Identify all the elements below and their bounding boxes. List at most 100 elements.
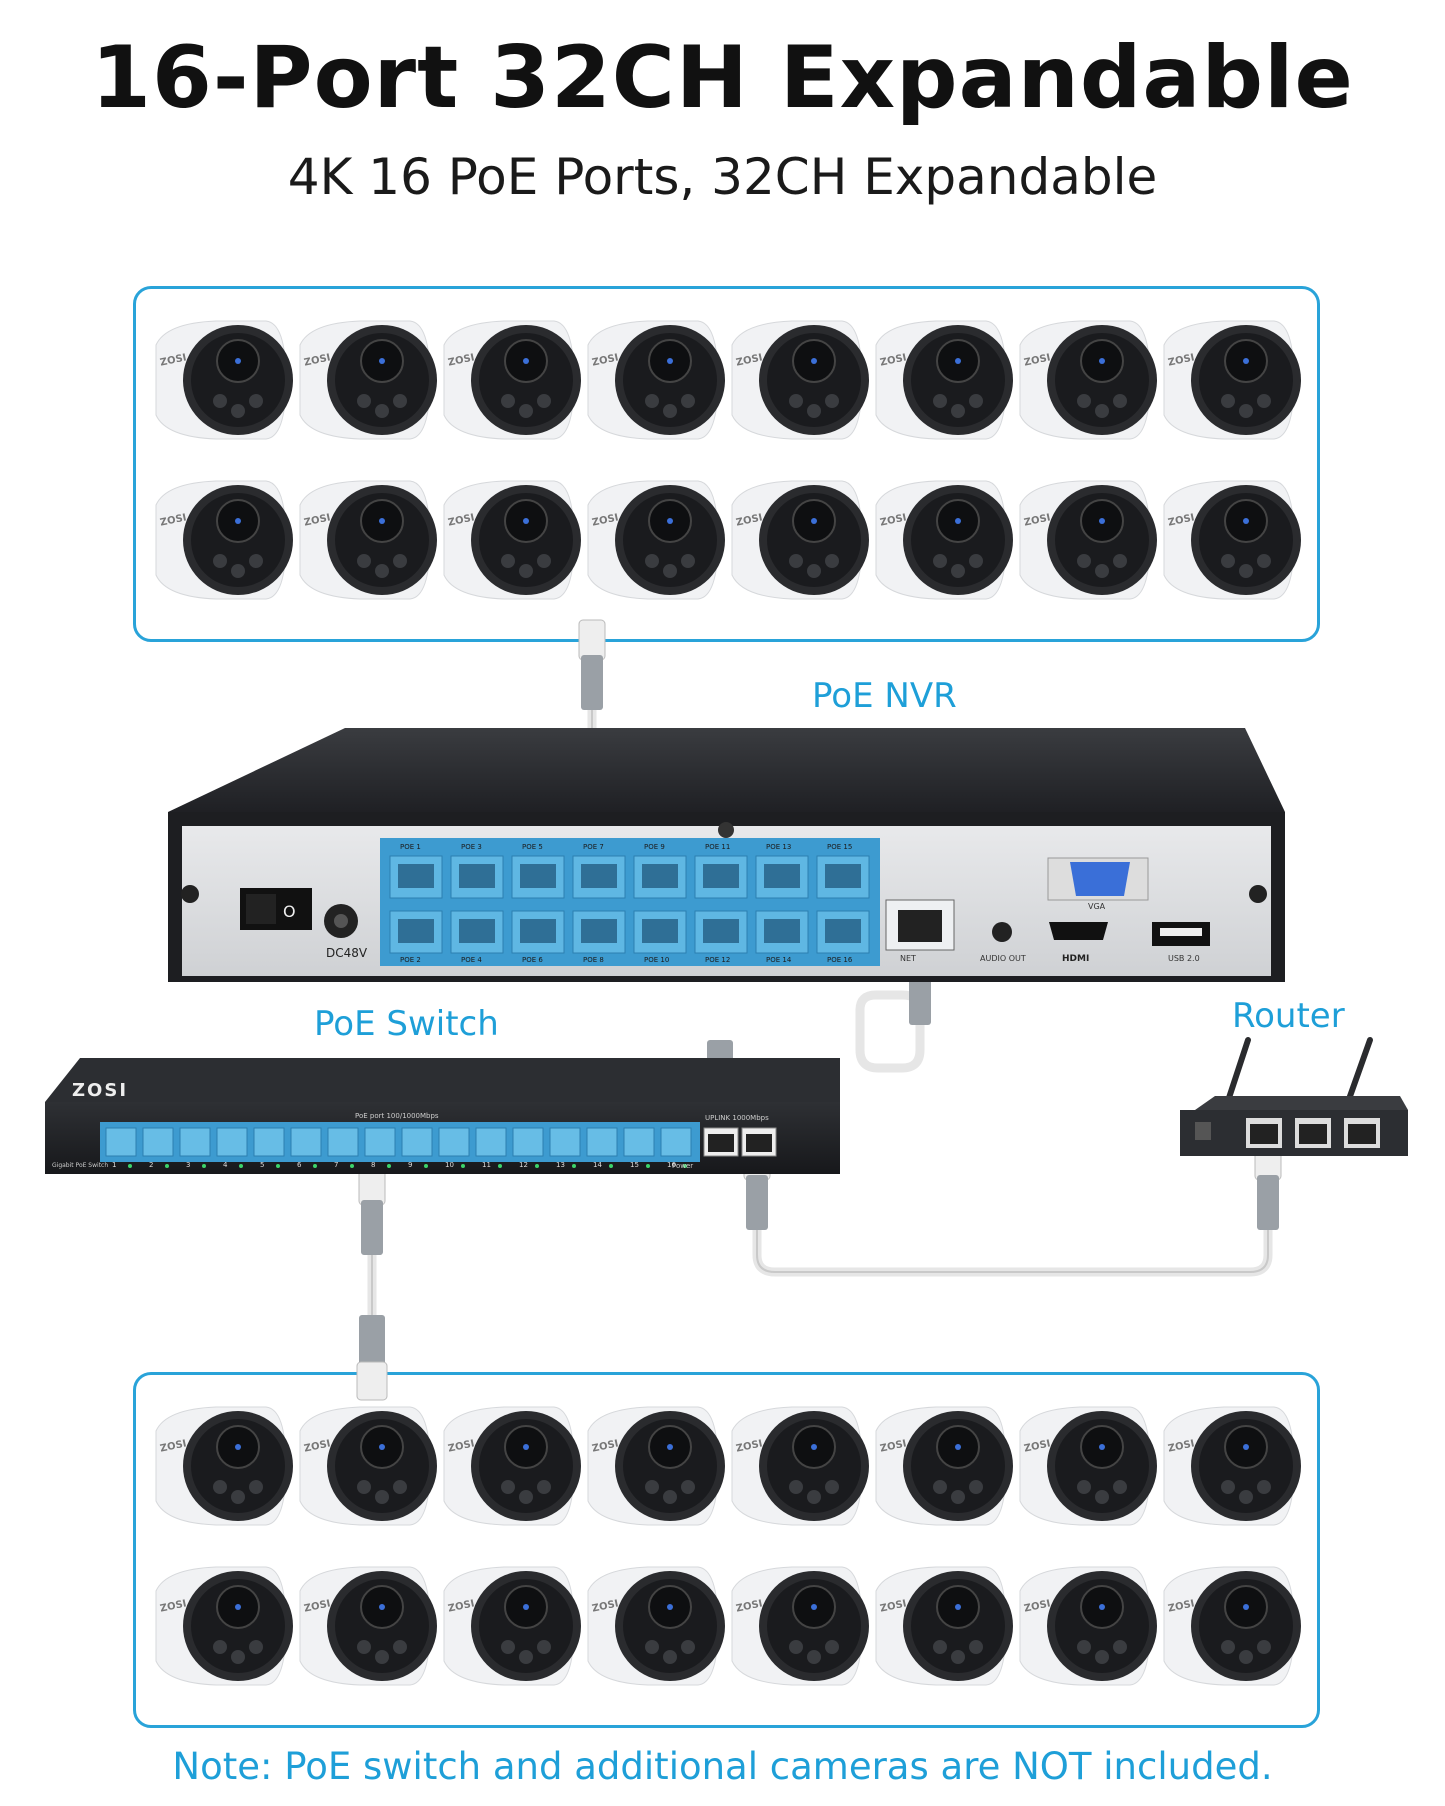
camera-icon: ZOSI (578, 1551, 728, 1701)
switch-port-led (202, 1164, 206, 1168)
router-label: Router (1232, 996, 1345, 1036)
footer-note: Note: PoE switch and additional cameras … (172, 1745, 1273, 1788)
switch-port-led (683, 1164, 687, 1168)
nvr-label: PoE NVR (812, 676, 957, 716)
nvr-port-label: POE 8 (583, 956, 604, 964)
switch-port-number: 16 (667, 1161, 676, 1169)
nvr-poe-port-socket (642, 864, 678, 888)
nvr-port-label: POE 14 (766, 956, 792, 964)
nvr-port-label: POE 5 (522, 843, 543, 851)
switch-poe-port (253, 1127, 285, 1157)
nvr-audio-label: AUDIO OUT (980, 954, 1026, 963)
camera-icon: ZOSI (146, 1551, 296, 1701)
nvr-port-label: POE 1 (400, 843, 421, 851)
switch-poe-port (401, 1127, 433, 1157)
camera-icon: ZOSI (146, 1391, 296, 1541)
nvr-port-label: POE 3 (461, 843, 482, 851)
nvr-poe-port-socket (459, 919, 495, 943)
camera-icon: ZOSI (434, 305, 584, 455)
switch-port-number: 8 (371, 1161, 376, 1169)
nvr-port-label: POE 11 (705, 843, 731, 851)
camera-icon: ZOSI (578, 1391, 728, 1541)
camera-icon: ZOSI (290, 1391, 440, 1541)
switch-poe-port (290, 1127, 322, 1157)
switch-port-led (128, 1164, 132, 1168)
camera-icon: ZOSI (290, 1551, 440, 1701)
camera-icon: ZOSI (434, 465, 584, 615)
nvr-port-label: POE 7 (583, 843, 604, 851)
switch-poe-port (512, 1127, 544, 1157)
switch-poe-port (438, 1127, 470, 1157)
switch-port-number: 2 (149, 1161, 154, 1169)
nvr-lan-label: NET (900, 954, 916, 963)
camera-icon: ZOSI (866, 1551, 1016, 1701)
switch-poe-port (142, 1127, 174, 1157)
camera-icon: ZOSI (866, 1391, 1016, 1541)
nvr-poe-port-socket (459, 864, 495, 888)
switch-poe-port (327, 1127, 359, 1157)
nvr-poe-port-socket (581, 919, 617, 943)
switch-port-number: 3 (186, 1161, 191, 1169)
switch-port-led (313, 1164, 317, 1168)
switch-port-number: 10 (445, 1161, 454, 1169)
nvr-vga-label: VGA (1088, 902, 1106, 911)
camera-icon: ZOSI (578, 305, 728, 455)
switch-port-led (350, 1164, 354, 1168)
switch-poe-port (475, 1127, 507, 1157)
camera-icon: ZOSI (1154, 1551, 1304, 1701)
nvr-poe-port-socket (703, 919, 739, 943)
switch-port-banner: PoE port 100/1000Mbps (355, 1112, 439, 1120)
switch-port-number: 14 (593, 1161, 602, 1169)
camera-icon: ZOSI (146, 465, 296, 615)
switch-port-led (424, 1164, 428, 1168)
switch-poe-port (364, 1127, 396, 1157)
nvr-hdmi-label: HDMI (1062, 954, 1090, 964)
switch-port-led (461, 1164, 465, 1168)
switch-poe-port (623, 1127, 655, 1157)
camera-icon: ZOSI (722, 305, 872, 455)
switch-port-led (535, 1164, 539, 1168)
switch-port-led (165, 1164, 169, 1168)
nvr-port-label: POE 4 (461, 956, 482, 964)
camera-icon: ZOSI (290, 305, 440, 455)
camera-icon: ZOSI (1154, 1391, 1304, 1541)
switch-poe-port (216, 1127, 248, 1157)
camera-icon: ZOSI (1010, 1391, 1160, 1541)
nvr-poe-port-socket (398, 919, 434, 943)
switch-model-label: Gigabit PoE Switch (52, 1162, 109, 1169)
nvr-port-label: POE 10 (644, 956, 670, 964)
switch-port-led (239, 1164, 243, 1168)
nvr-poe-port-socket (764, 919, 800, 943)
switch-uplink-banner: UPLINK 1000Mbps (705, 1114, 769, 1122)
switch-poe-port (660, 1127, 692, 1157)
camera-icon: ZOSI (866, 305, 1016, 455)
camera-icon: ZOSI (722, 465, 872, 615)
switch-label: PoE Switch (314, 1004, 499, 1044)
camera-icon: ZOSI (1010, 1551, 1160, 1701)
switch-port-number: 5 (260, 1161, 265, 1169)
switch-port-led (572, 1164, 576, 1168)
switch-port-led (646, 1164, 650, 1168)
page-title: 16-Port 32CH Expandable (91, 28, 1354, 128)
switch-port-number: 4 (223, 1161, 228, 1169)
nvr-port-label: POE 9 (644, 843, 665, 851)
switch-port-led (276, 1164, 280, 1168)
switch-port-number: 11 (482, 1161, 491, 1169)
switch-port-number: 1 (112, 1161, 117, 1169)
switch-port-number: 6 (297, 1161, 302, 1169)
poe-switch (45, 1058, 840, 1174)
nvr-poe-port-socket (825, 919, 861, 943)
switch-port-number: 12 (519, 1161, 528, 1169)
nvr-port-label: POE 13 (766, 843, 792, 851)
router (1180, 1037, 1408, 1156)
switch-port-number: 7 (334, 1161, 339, 1169)
page-subtitle: 4K 16 PoE Ports, 32CH Expandable (287, 148, 1158, 206)
switch-port-led (387, 1164, 391, 1168)
nvr-poe-port-socket (703, 864, 739, 888)
nvr-usb-label: USB 2.0 (1168, 954, 1200, 963)
camera-icon: ZOSI (1154, 465, 1304, 615)
